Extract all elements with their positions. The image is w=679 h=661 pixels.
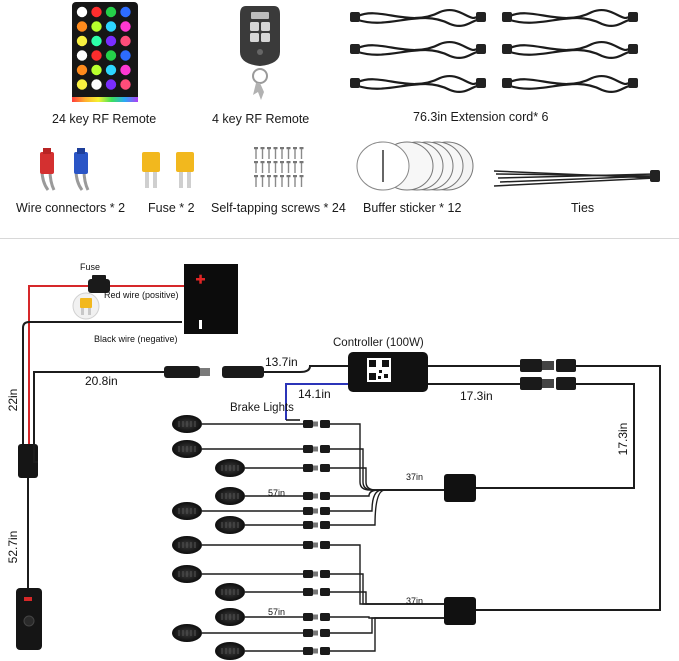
red-wire-label: Red wire (positive) (104, 290, 179, 300)
length-37-b: 37in (406, 596, 424, 606)
output-connector-icon (520, 359, 554, 390)
buffer-sticker-label: Buffer sticker * 12 (363, 201, 462, 215)
section-divider (0, 238, 679, 239)
barrel-plug-icon (164, 366, 210, 378)
remote-24-key-buttons (76, 6, 131, 90)
length-14-1: 14.1in (298, 387, 331, 401)
controller-power-wire (264, 365, 348, 373)
power-wire (33, 371, 164, 463)
length-17-3-horizontal: 17.3in (460, 389, 493, 403)
power-switch-icon (16, 588, 42, 650)
remote-4-label: 4 key RF Remote (212, 112, 310, 126)
length-52-7: 52.7in (6, 530, 20, 564)
length-57-b: 57in (268, 607, 286, 617)
fuse-wiring-label: Fuse (80, 262, 101, 272)
rock-light-pods (172, 408, 444, 660)
buffer-sticker-icon (356, 141, 474, 191)
length-57-a: 57in (268, 488, 286, 498)
length-13-7: 13.7in (265, 355, 298, 369)
length-37-a: 37in (406, 472, 424, 482)
output-connector-icon (556, 359, 576, 390)
extension-cord-label: 76.3in Extension cord* 6 (413, 110, 549, 124)
cable-ties-icon (493, 170, 660, 187)
ties-label: Ties (571, 201, 595, 215)
splitter-box-icon (444, 597, 476, 625)
battery-icon (184, 264, 238, 334)
splitter-box-icon (444, 474, 476, 502)
black-wire (22, 321, 182, 450)
controller-label: Controller (100W) (333, 337, 424, 349)
brake-light-wire (285, 383, 348, 408)
length-20-8: 20.8in (85, 374, 118, 388)
extension-wire-a (476, 383, 635, 489)
fuse-label: Fuse * 2 (148, 201, 195, 215)
red-wire (28, 285, 184, 450)
wire-connectors-label: Wire connectors * 2 (16, 201, 126, 215)
extension-cord-icon (350, 9, 638, 94)
fuse-icon (142, 152, 194, 188)
remote-24-label: 24 key RF Remote (52, 112, 157, 126)
black-wire-label: Black wire (negative) (94, 334, 178, 344)
fuse-holder-icon (88, 275, 110, 293)
wire-connector-icon (40, 148, 90, 191)
barrel-jack-icon (222, 366, 264, 378)
battery-plus-symbol: + (192, 268, 193, 269)
remote-4-key-icon (240, 6, 280, 100)
screws-label: Self-tapping screws * 24 (211, 201, 346, 215)
extension-wire-b (476, 365, 661, 611)
brake-lights-label: Brake Lights (230, 402, 294, 414)
controller-icon (348, 352, 428, 392)
fuse-circle-icon (72, 292, 100, 320)
length-22: 22in (6, 388, 20, 412)
screw-icon (254, 147, 304, 187)
length-17-3-vertical: 17.3in (616, 422, 630, 456)
